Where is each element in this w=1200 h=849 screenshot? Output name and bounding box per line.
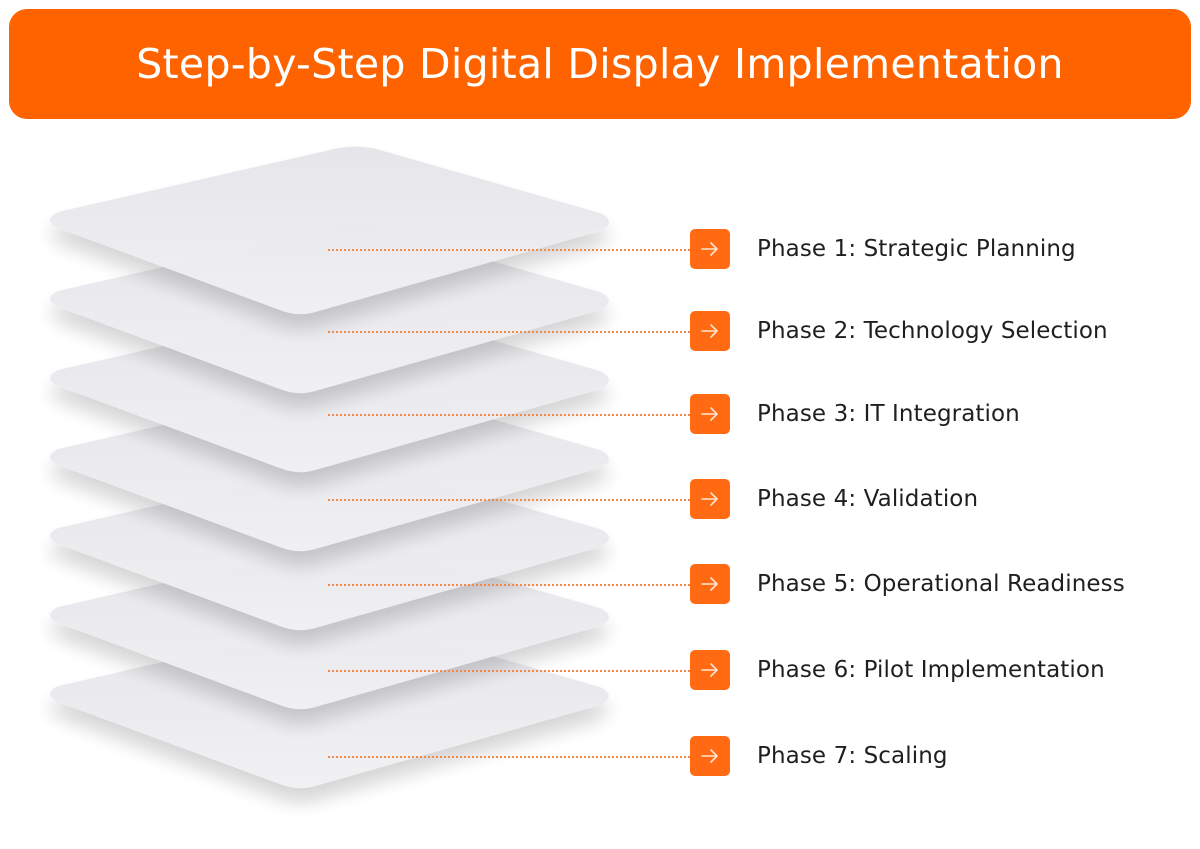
phase-label: Phase 4: Validation	[757, 486, 979, 512]
connector-line-6	[328, 670, 690, 672]
phase-item-5: Phase 5: Operational Readiness	[690, 564, 1125, 604]
phase-item-3: Phase 3: IT Integration	[690, 394, 1020, 434]
arrow-right-icon	[690, 564, 730, 604]
layer-1	[50, 146, 609, 315]
arrow-right-icon	[690, 650, 730, 690]
phase-label: Phase 6: Pilot Implementation	[757, 657, 1105, 683]
arrow-right-icon	[690, 736, 730, 776]
connector-line-4	[328, 499, 690, 501]
connector-line-2	[328, 331, 690, 333]
arrow-right-icon	[690, 394, 730, 434]
phase-item-4: Phase 4: Validation	[690, 479, 978, 519]
phase-item-1: Phase 1: Strategic Planning	[690, 229, 1076, 269]
phase-label: Phase 7: Scaling	[757, 743, 948, 769]
connector-line-5	[328, 584, 690, 586]
arrow-right-icon	[690, 311, 730, 351]
connector-line-3	[328, 414, 690, 416]
title-banner: Step-by-Step Digital Display Implementat…	[9, 9, 1191, 119]
phase-label: Phase 3: IT Integration	[757, 401, 1020, 427]
phase-item-2: Phase 2: Technology Selection	[690, 311, 1108, 351]
phase-label: Phase 5: Operational Readiness	[757, 571, 1125, 597]
connector-line-1	[328, 249, 690, 251]
phase-label: Phase 2: Technology Selection	[757, 318, 1108, 344]
arrow-right-icon	[690, 229, 730, 269]
phase-label: Phase 1: Strategic Planning	[757, 236, 1076, 262]
arrow-right-icon	[690, 479, 730, 519]
connector-line-7	[328, 756, 690, 758]
phase-item-7: Phase 7: Scaling	[690, 736, 948, 776]
phase-item-6: Phase 6: Pilot Implementation	[690, 650, 1105, 690]
page-title: Step-by-Step Digital Display Implementat…	[136, 40, 1064, 88]
